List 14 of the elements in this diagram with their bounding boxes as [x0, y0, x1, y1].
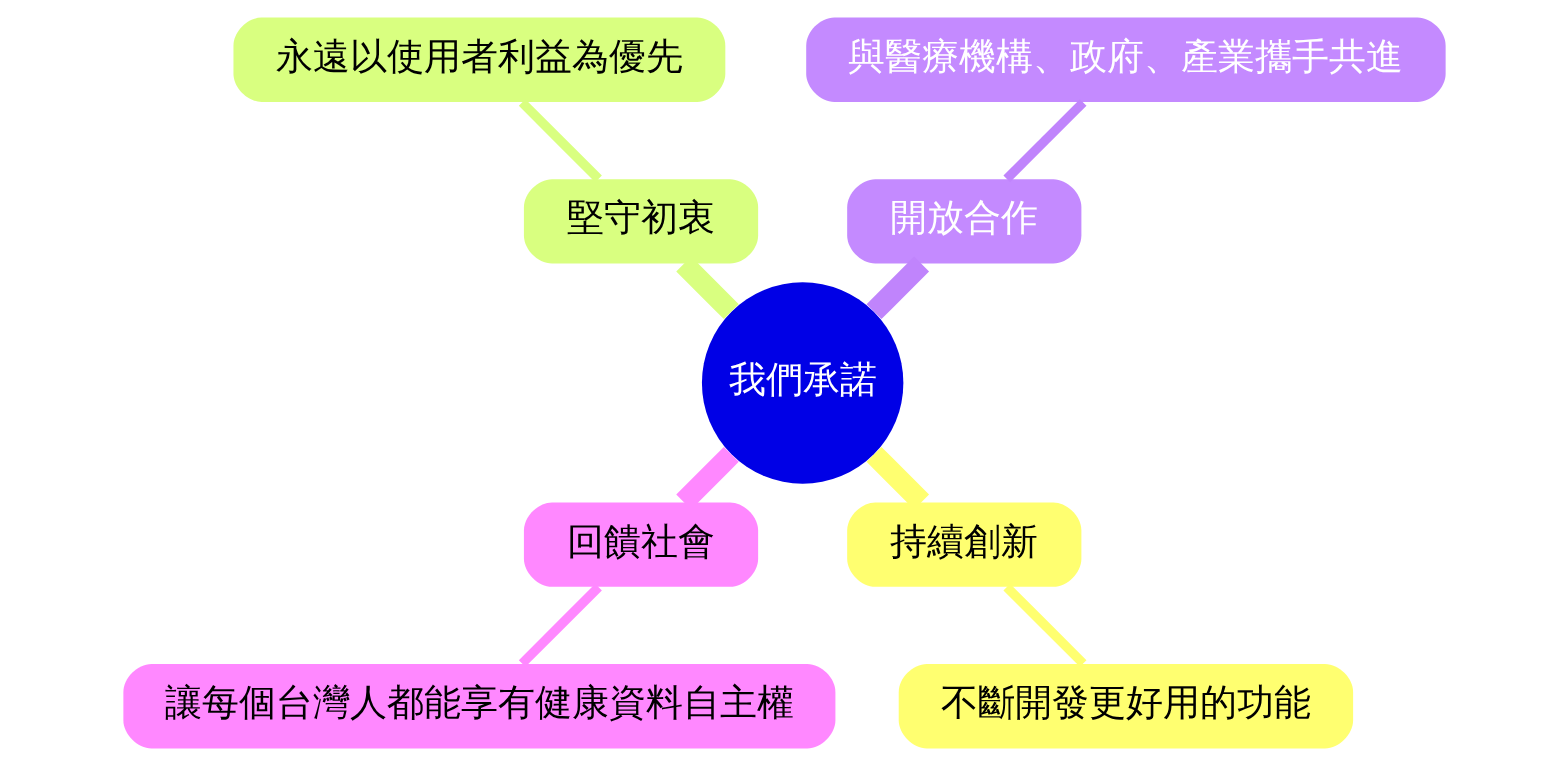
connector [518, 583, 602, 667]
node-box: 回饋社會 [523, 502, 758, 587]
connector [1002, 99, 1086, 183]
connector [1002, 583, 1086, 667]
node-box: 開放合作 [846, 179, 1081, 264]
node-box: 讓每個台灣人都能享有健康資料自主權 [122, 664, 835, 749]
connector [866, 256, 929, 320]
node-box: 不斷開發更好用的功能 [898, 664, 1353, 749]
node-box: 堅守初衷 [523, 179, 758, 264]
node-circle: 我們承諾 [701, 282, 903, 484]
node-box: 持續創新 [846, 502, 1081, 587]
node-box: 與醫療機構、政府、產業攜手共進 [805, 17, 1446, 102]
node-box: 永遠以使用者利益為優先 [232, 17, 725, 102]
connector [518, 99, 602, 183]
